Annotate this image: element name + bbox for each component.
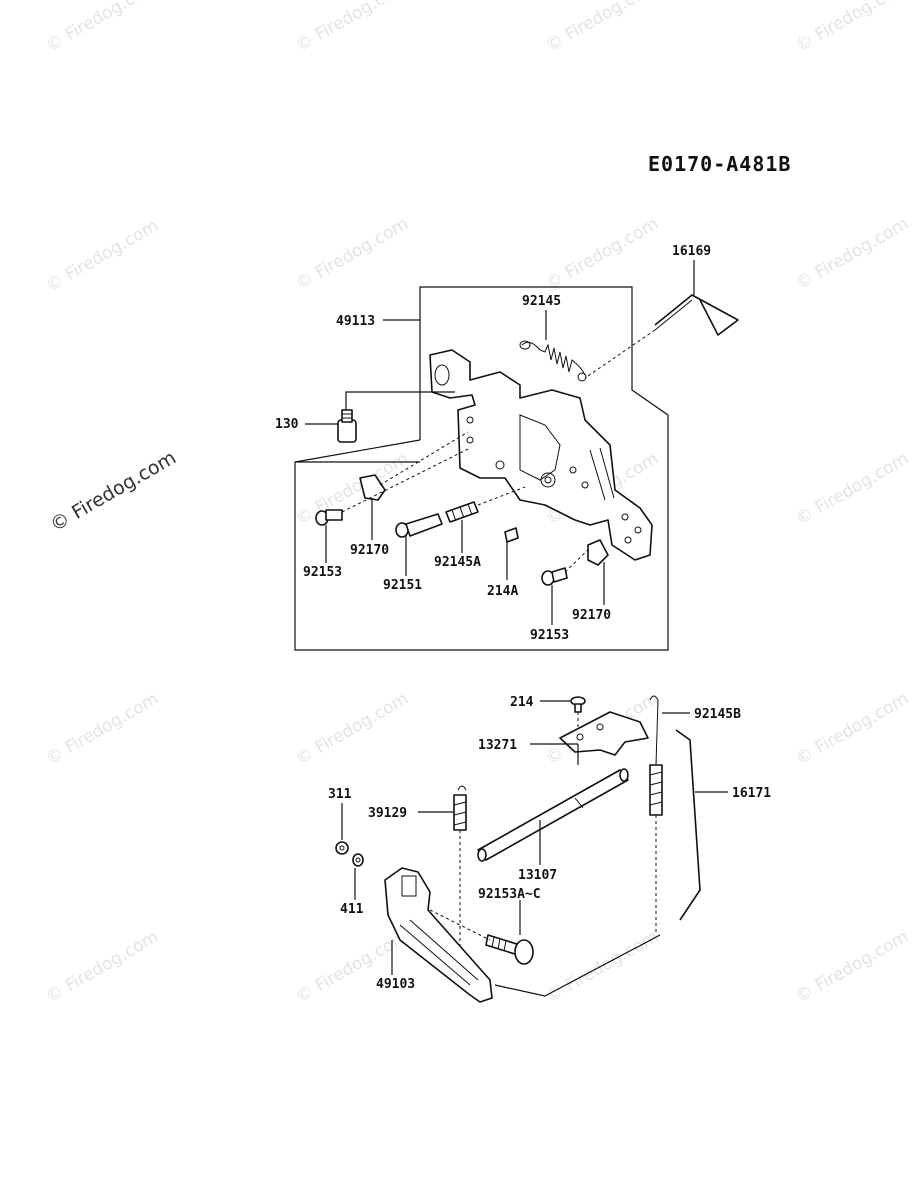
watermark: © Firedog.com: [293, 449, 412, 530]
watermark: © Firedog.com: [43, 216, 162, 297]
watermark: © Firedog.com: [543, 214, 662, 295]
link-rod-16169-part: [584, 294, 739, 379]
label-214: 214: [510, 695, 534, 710]
watermark: © Firedog.com: [793, 927, 912, 1008]
label-92153-right: 92153: [530, 628, 569, 643]
lever-49103-part: [384, 867, 493, 1003]
watermark: © Firedog.com: [293, 214, 412, 295]
upper-assembly: 49113 92145 16169 130 92153 92170 92151 …: [275, 244, 739, 651]
watermark-dark: © Firedog.com: [47, 447, 180, 537]
spring-92145a-part: [445, 486, 526, 553]
shaft-13107-part: [477, 768, 629, 865]
lower-frame: [494, 934, 661, 997]
screw-92153-right-part: [541, 567, 568, 625]
watermark: © Firedog.com: [293, 927, 412, 1008]
bolt-130-part: [337, 391, 455, 443]
washer-411-part: [352, 853, 364, 900]
label-39129: 39129: [368, 806, 407, 821]
clip-92170-right-part: [587, 539, 609, 605]
watermark: © Firedog.com: [543, 927, 662, 1008]
label-49113: 49113: [336, 314, 375, 329]
spring-92145b-part: [649, 695, 690, 935]
watermark: © Firedog.com: [793, 214, 912, 295]
label-214a: 214A: [487, 584, 518, 599]
pin-214a-part: [504, 527, 519, 580]
label-16171: 16171: [732, 786, 771, 801]
label-311: 311: [328, 787, 352, 802]
label-92153-left: 92153: [303, 565, 342, 580]
watermark: © Firedog.com: [543, 0, 662, 56]
clip-92170-left-part: [359, 474, 386, 540]
lower-assembly: 214 92145B 13271 16171 311 39129 13107 4…: [328, 695, 771, 1003]
label-49103: 49103: [376, 977, 415, 992]
upper-frame: [294, 286, 669, 651]
label-92153a-c: 92153A~C: [478, 887, 541, 902]
watermark: © Firedog.com: [43, 0, 162, 56]
watermark: © Firedog.com: [793, 449, 912, 530]
label-16169: 16169: [672, 244, 711, 259]
label-92170-right: 92170: [572, 608, 611, 623]
watermark: © Firedog.com: [293, 689, 412, 770]
bolt-92153a-c-part: [429, 900, 534, 965]
watermark: © Firedog.com: [43, 689, 162, 770]
pin-214-part: [540, 696, 586, 730]
label-13271: 13271: [478, 738, 517, 753]
spring-39129-part: [418, 785, 467, 945]
spring-92145-part: [519, 340, 587, 382]
bracket-plate-part: [429, 349, 653, 561]
label-92151: 92151: [383, 578, 422, 593]
plate-13271-part: [530, 711, 649, 765]
rod-16171-part: [675, 729, 728, 921]
label-130: 130: [275, 417, 299, 432]
watermark: © Firedog.com: [43, 927, 162, 1008]
watermark: © Firedog.com: [293, 0, 412, 56]
screw-92151-part: [395, 513, 443, 576]
watermark: © Firedog.com: [793, 0, 912, 56]
label-92145b: 92145B: [694, 707, 741, 722]
nut-311-part: [335, 803, 349, 855]
screw-92153-left-part: [315, 509, 343, 563]
label-13107: 13107: [518, 868, 557, 883]
label-411: 411: [340, 902, 364, 917]
label-92145: 92145: [522, 294, 561, 309]
watermark: © Firedog.com: [793, 689, 912, 770]
label-92170-left: 92170: [350, 543, 389, 558]
label-92145a: 92145A: [434, 555, 481, 570]
diagram-code: E0170-A481B: [648, 152, 791, 176]
